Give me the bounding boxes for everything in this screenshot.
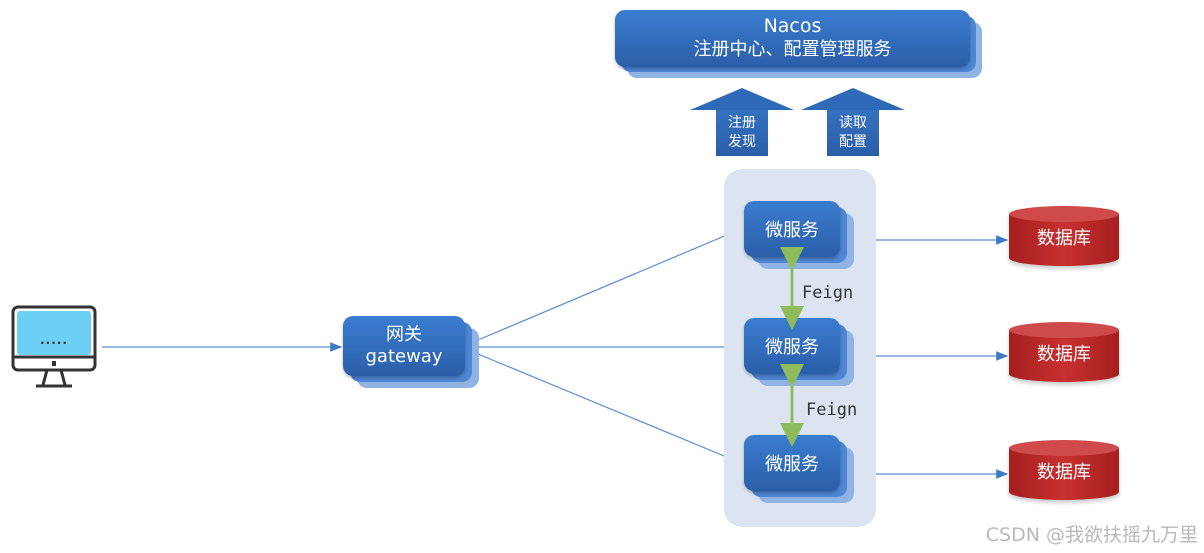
database-label: 数据库 [1037,344,1091,365]
database-cylinder-icon [1009,214,1119,266]
read-config-arrow: 读取 配置 [801,88,905,156]
gateway-box[interactable]: 网关 gateway [343,316,485,388]
database-label: 数据库 [1037,228,1091,249]
database-3[interactable]: 数据库 [1009,440,1119,504]
nacos-title: Nacos [763,15,822,37]
client-screen-text: ..... [40,333,68,347]
microservice-label: 微服务 [765,454,819,475]
nacos-box[interactable]: Nacos 注册中心、配置管理服务 [615,10,985,78]
database-1[interactable]: 数据库 [1009,206,1119,270]
register-discover-label-1: 注册 [728,115,756,131]
watermark: CSDN @我欲扶摇九万里 [985,524,1198,546]
feign-label-1: Feign [802,283,854,303]
feign-label-2: Feign [806,400,858,420]
client-monitor-icon: ..... [11,305,97,391]
nacos-subtitle: 注册中心、配置管理服务 [693,39,892,60]
gateway-to-service-1-connector [477,228,743,341]
gateway-to-service-3-connector [477,353,743,464]
database-cylinder-icon [1009,330,1119,382]
register-discover-label-2: 发现 [728,134,756,150]
microservice-label: 微服务 [765,337,819,358]
database-cylinder-icon [1009,448,1119,500]
microservice-box-1[interactable]: 微服务 [744,201,858,271]
gateway-label-en: gateway [365,346,443,367]
register-discover-arrow: 注册 发现 [690,88,794,156]
database-label: 数据库 [1037,462,1091,483]
database-2[interactable]: 数据库 [1009,322,1119,386]
microservice-label: 微服务 [765,220,819,241]
gateway-label-cn: 网关 [386,324,422,345]
microservice-box-3[interactable]: 微服务 [744,435,858,505]
read-config-label-2: 配置 [839,134,867,150]
read-config-label-1: 读取 [839,115,867,131]
